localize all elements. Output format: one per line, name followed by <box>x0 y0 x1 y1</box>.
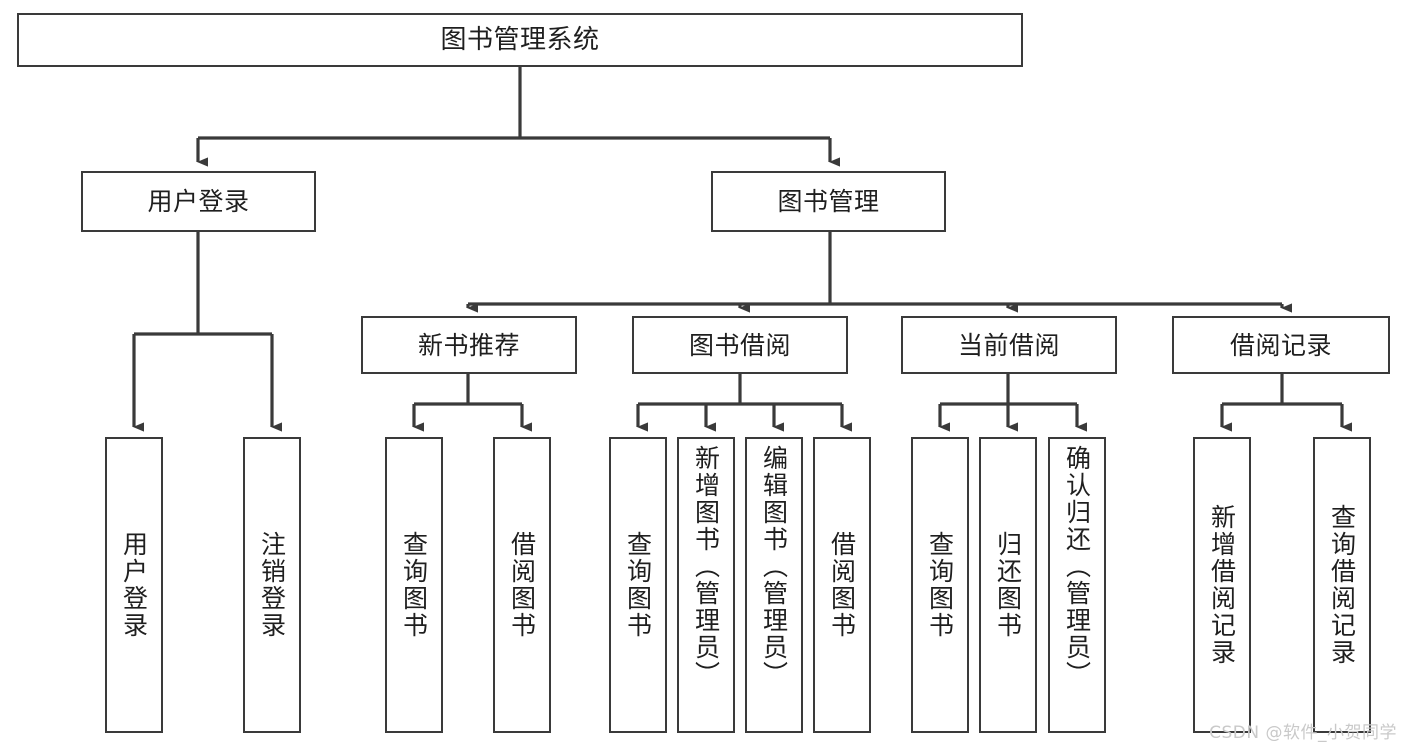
node-label: 图书借阅 <box>688 330 791 360</box>
node-label: 新增借阅记录 <box>1207 504 1237 666</box>
node-label: 图书管理 <box>777 187 880 216</box>
node-label: 新增图书（管理员） <box>691 445 721 688</box>
node-label: 查询图书 <box>623 531 653 639</box>
node-new-book-recommend[interactable]: 新书推荐 <box>361 316 577 374</box>
node-label: 用户登录 <box>147 187 250 216</box>
node-leaf-edit-book-admin[interactable]: 编辑图书（管理员） <box>745 437 803 733</box>
node-label: 查询借阅记录 <box>1327 504 1357 666</box>
node-user-login[interactable]: 用户登录 <box>81 171 316 232</box>
node-leaf-query-book-1[interactable]: 查询图书 <box>385 437 443 733</box>
node-root-library-system[interactable]: 图书管理系统 <box>17 13 1023 67</box>
watermark: CSDN @软件_小贺同学 <box>1209 723 1397 743</box>
node-label: 新书推荐 <box>417 330 520 360</box>
node-label: 用户登录 <box>119 531 149 639</box>
node-label: 查询图书 <box>399 531 429 639</box>
node-leaf-query-book-2[interactable]: 查询图书 <box>609 437 667 733</box>
node-label: 归还图书 <box>993 531 1023 639</box>
node-label: 图书管理系统 <box>440 24 600 55</box>
node-label: 借阅记录 <box>1229 330 1332 360</box>
node-leaf-logout[interactable]: 注销登录 <box>243 437 301 733</box>
node-current-borrow[interactable]: 当前借阅 <box>901 316 1117 374</box>
node-leaf-add-book-admin[interactable]: 新增图书（管理员） <box>677 437 735 733</box>
node-leaf-query-book-3[interactable]: 查询图书 <box>911 437 969 733</box>
node-leaf-query-borrow-record[interactable]: 查询借阅记录 <box>1313 437 1371 733</box>
node-label: 注销登录 <box>257 531 287 639</box>
node-label: 确认归还（管理员） <box>1062 445 1092 688</box>
node-book-borrow[interactable]: 图书借阅 <box>632 316 848 374</box>
node-borrow-record[interactable]: 借阅记录 <box>1172 316 1390 374</box>
node-leaf-borrow-book-1[interactable]: 借阅图书 <box>493 437 551 733</box>
node-label: 编辑图书（管理员） <box>759 445 789 688</box>
node-leaf-borrow-book-2[interactable]: 借阅图书 <box>813 437 871 733</box>
node-book-management[interactable]: 图书管理 <box>711 171 946 232</box>
node-label: 借阅图书 <box>507 531 537 639</box>
node-label: 查询图书 <box>925 531 955 639</box>
node-leaf-add-borrow-record[interactable]: 新增借阅记录 <box>1193 437 1251 733</box>
node-leaf-user-login[interactable]: 用户登录 <box>105 437 163 733</box>
node-leaf-confirm-return-admin[interactable]: 确认归还（管理员） <box>1048 437 1106 733</box>
node-label: 借阅图书 <box>827 531 857 639</box>
node-leaf-return-book[interactable]: 归还图书 <box>979 437 1037 733</box>
node-label: 当前借阅 <box>957 330 1060 360</box>
